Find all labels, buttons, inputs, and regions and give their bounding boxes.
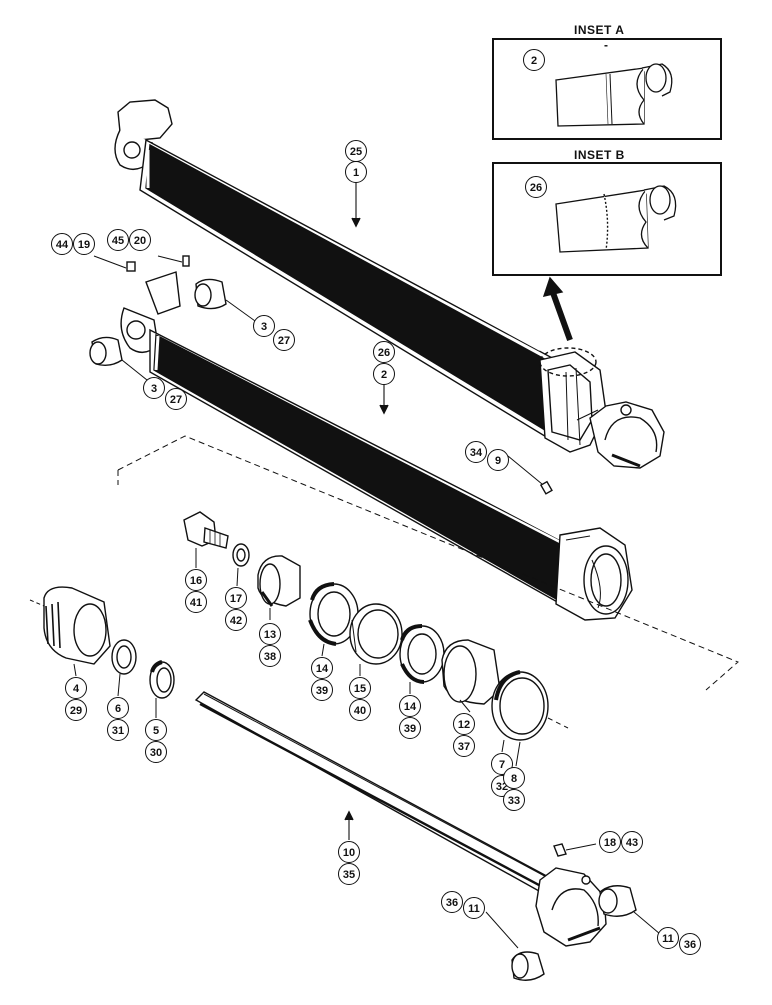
callout-15: 15 — [349, 677, 371, 699]
callout-1: 1 — [345, 161, 367, 183]
callout-26: 26 — [373, 341, 395, 363]
callout-31: 31 — [107, 719, 129, 741]
callout-10: 10 — [338, 841, 360, 863]
callout-30: 30 — [145, 741, 167, 763]
callout-34: 34 — [465, 441, 487, 463]
callout-42: 42 — [225, 609, 247, 631]
callout-39-second: 39 — [399, 717, 421, 739]
callout-11-left: 11 — [463, 897, 485, 919]
callout-36-right: 36 — [679, 933, 701, 955]
callout-9: 9 — [487, 449, 509, 471]
callout-16: 16 — [185, 569, 207, 591]
callout-11-right: 11 — [657, 927, 679, 949]
callout-38: 38 — [259, 645, 281, 667]
inset-b-title: INSET B — [574, 148, 625, 162]
callout-13: 13 — [259, 623, 281, 645]
callout-27-upper: 27 — [273, 329, 295, 351]
callout-35: 35 — [338, 863, 360, 885]
callout-33: 33 — [503, 789, 525, 811]
callout-39-first: 39 — [311, 679, 333, 701]
tube-assembly — [120, 271, 633, 621]
callout-14-second: 14 — [399, 695, 421, 717]
callout-8: 8 — [503, 767, 525, 789]
callout-17: 17 — [225, 587, 247, 609]
callout-4: 4 — [65, 677, 87, 699]
callout-3-upper: 3 — [253, 315, 275, 337]
callout-3-lower: 3 — [143, 377, 165, 399]
inset-a-mark: - — [604, 38, 609, 52]
inset-a-title: INSET A — [574, 23, 625, 37]
callout-14-first: 14 — [311, 657, 333, 679]
inset-b-drawing — [555, 185, 677, 253]
inset-b-box — [492, 162, 722, 276]
callout-44: 44 — [51, 233, 73, 255]
rod-assembly — [194, 691, 607, 947]
callout-37: 37 — [453, 735, 475, 757]
inset-a-callout: 2 — [523, 49, 545, 71]
callout-43: 43 — [621, 831, 643, 853]
inset-a-drawing — [555, 63, 673, 127]
inset-b-callout: 26 — [525, 176, 547, 198]
callout-25: 25 — [345, 140, 367, 162]
callout-6: 6 — [107, 697, 129, 719]
callout-29: 29 — [65, 699, 87, 721]
callout-20: 20 — [129, 229, 151, 251]
callout-45: 45 — [107, 229, 129, 251]
callout-27-lower: 27 — [165, 388, 187, 410]
callout-2: 2 — [373, 363, 395, 385]
callout-19: 19 — [73, 233, 95, 255]
callout-5: 5 — [145, 719, 167, 741]
callout-18: 18 — [599, 831, 621, 853]
callout-40: 40 — [349, 699, 371, 721]
callout-41: 41 — [185, 591, 207, 613]
callout-36-left: 36 — [441, 891, 463, 913]
callout-12: 12 — [453, 713, 475, 735]
barrel-assembly — [114, 99, 665, 469]
